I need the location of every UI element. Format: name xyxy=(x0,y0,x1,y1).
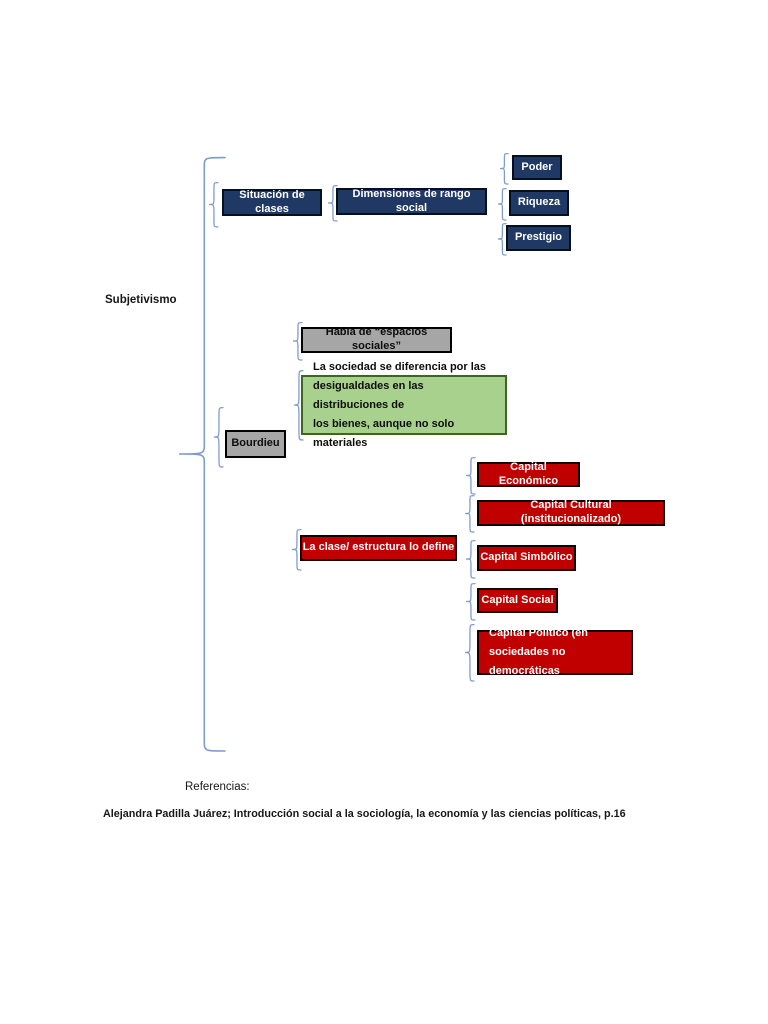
curly-brace-sociedad-diferencia xyxy=(293,369,304,441)
curly-brace-dimensiones-rango-social xyxy=(327,184,338,222)
node-bourdieu: Bourdieu xyxy=(225,430,286,458)
curly-brace-bourdieu xyxy=(213,406,224,468)
curly-brace-poder xyxy=(499,152,509,185)
node-capital-social: Capital Social xyxy=(477,588,558,613)
curly-brace-capital-simbolico xyxy=(465,539,476,579)
curly-brace-la-clase-estructura xyxy=(291,528,302,571)
curly-brace-habla-espacios-sociales xyxy=(292,321,303,361)
referencias-label: Referencias: xyxy=(185,781,250,793)
curly-brace-riqueza xyxy=(497,187,507,221)
node-capital-politico: Capital Político (en sociedades no democ… xyxy=(477,627,633,677)
curly-brace-situacion-de-clases xyxy=(208,181,219,228)
node-dimensiones-rango-social: Dimensiones de rango social xyxy=(336,188,487,215)
node-capital-simbolico: Capital Simbólico xyxy=(477,545,576,571)
node-sociedad-diferencia: La sociedad se diferencia por las desigu… xyxy=(301,361,507,449)
curly-brace-capital-economico xyxy=(465,456,476,495)
subjetivismo-label: Subjetivismo xyxy=(105,294,177,306)
node-capital-economico: Capital Económico xyxy=(477,461,580,487)
node-capital-cultural: Capital Cultural (institucionalizado) xyxy=(477,499,665,526)
curly-brace-capital-social xyxy=(465,582,476,621)
curly-brace-prestigio xyxy=(497,222,507,256)
node-situacion-de-clases: Situación de clases xyxy=(222,189,322,216)
node-riqueza: Riqueza xyxy=(509,190,569,216)
node-habla-espacios-sociales: Habla de “espacios sociales” xyxy=(301,326,452,353)
curly-brace-capital-cultural xyxy=(464,494,475,533)
node-la-clase-estructura: La clase/ estructura lo define xyxy=(300,535,457,561)
node-prestigio: Prestigio xyxy=(506,225,571,251)
citation-text: Alejandra Padilla Juárez; Introducción s… xyxy=(103,808,626,820)
node-poder: Poder xyxy=(512,155,562,180)
main-curly-brace-subjetivismo xyxy=(178,156,226,752)
curly-brace-capital-politico xyxy=(464,623,475,682)
